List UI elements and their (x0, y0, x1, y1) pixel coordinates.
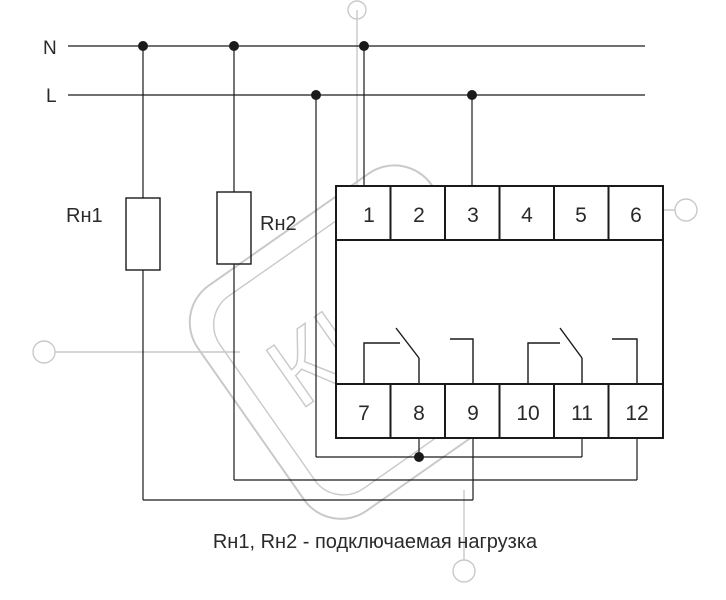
terminal-5: 5 (575, 204, 587, 227)
terminal-6: 6 (630, 204, 642, 227)
load-rh2-resistor (216, 191, 252, 265)
relay-contact-1 (363, 327, 474, 384)
load-rh2-label: Rн2 (260, 213, 297, 235)
terminal-9: 9 (467, 402, 479, 425)
line-l-label: L (46, 86, 57, 107)
terminal-7: 7 (358, 402, 370, 425)
relay-contact-2 (527, 327, 638, 384)
terminal-4: 4 (521, 204, 533, 227)
terminal-1: 1 (363, 204, 375, 227)
load-rh1-label: Rн1 (66, 205, 103, 227)
terminal-8: 8 (413, 402, 425, 425)
terminal-2: 2 (413, 204, 425, 227)
terminal-3: 3 (467, 204, 479, 227)
junction-dot (414, 452, 424, 462)
line-n-label: N (43, 38, 57, 59)
load-rh1-resistor (125, 197, 161, 271)
terminal-11: 11 (571, 402, 593, 425)
caption: Rн1, Rн2 - подключаемая нагрузка (213, 531, 538, 553)
terminal-10: 10 (516, 402, 539, 425)
terminal-12: 12 (625, 402, 648, 425)
